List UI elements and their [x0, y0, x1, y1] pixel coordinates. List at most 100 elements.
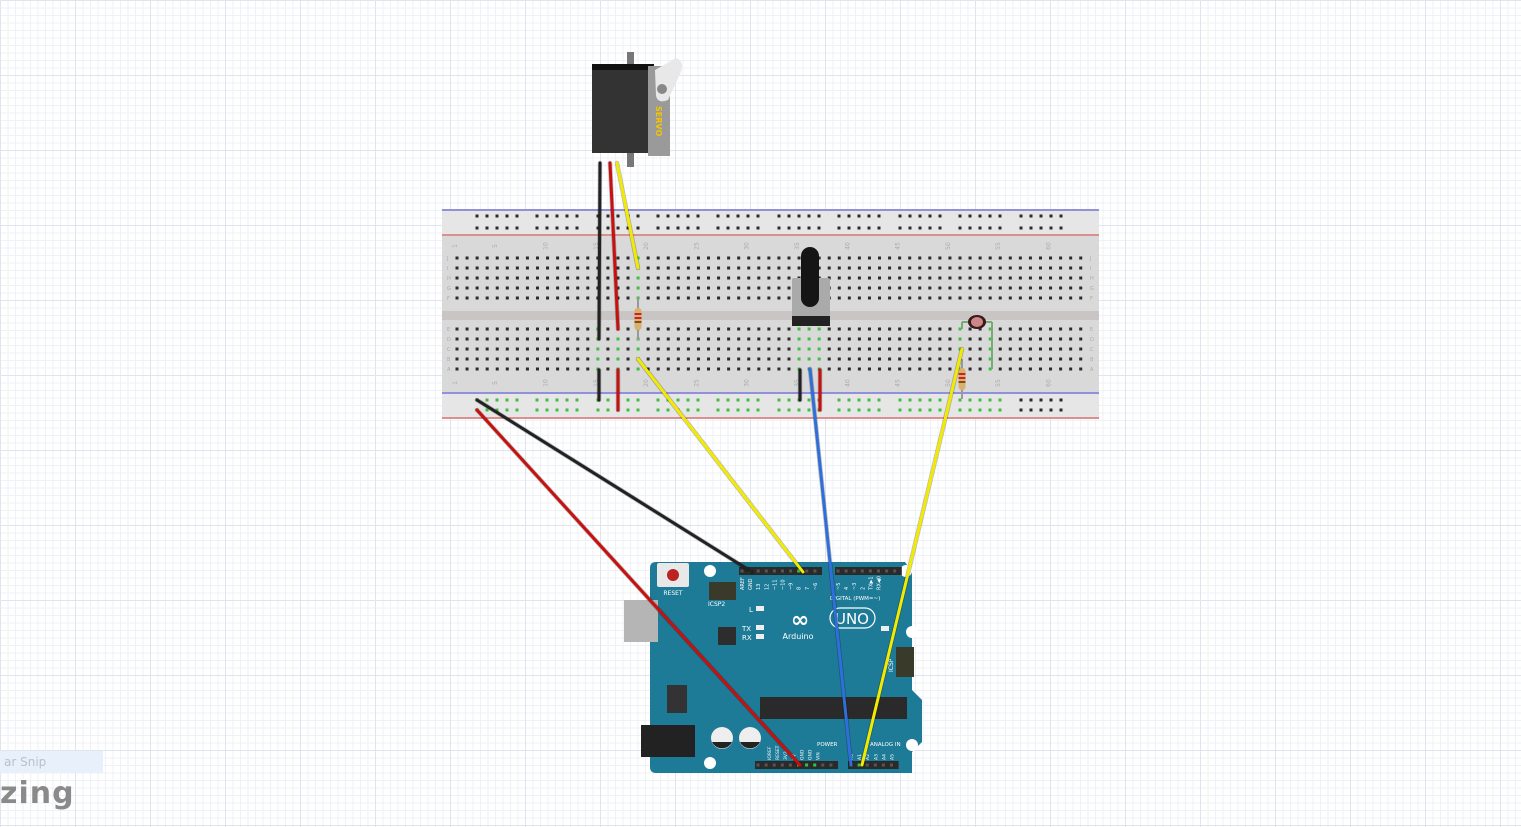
breadboard-hole[interactable] [646, 276, 650, 280]
breadboard-hole[interactable] [465, 347, 469, 351]
rail-hole[interactable] [756, 214, 760, 218]
breadboard-hole[interactable] [878, 276, 882, 280]
rail-hole[interactable] [736, 226, 740, 230]
breadboard-hole[interactable] [535, 347, 539, 351]
header-pin[interactable] [756, 569, 760, 573]
breadboard-hole[interactable] [787, 357, 791, 361]
breadboard-hole[interactable] [757, 276, 761, 280]
breadboard-hole[interactable] [727, 357, 731, 361]
breadboard-hole[interactable] [938, 347, 942, 351]
breadboard-hole[interactable] [968, 276, 972, 280]
rail-hole[interactable] [616, 214, 620, 218]
breadboard-hole[interactable] [767, 266, 771, 270]
breadboard-hole[interactable] [928, 256, 932, 260]
breadboard-hole[interactable] [978, 286, 982, 290]
breadboard-hole[interactable] [727, 256, 731, 260]
breadboard-hole[interactable] [918, 347, 922, 351]
rail-hole[interactable] [847, 214, 851, 218]
breadboard-hole[interactable] [888, 327, 892, 331]
breadboard-hole[interactable] [495, 327, 499, 331]
breadboard-hole[interactable] [757, 256, 761, 260]
rail-hole[interactable] [787, 214, 791, 218]
rail-hole[interactable] [918, 214, 922, 218]
rail-hole[interactable] [606, 214, 610, 218]
breadboard-hole[interactable] [978, 256, 982, 260]
breadboard-hole[interactable] [928, 296, 932, 300]
breadboard-hole[interactable] [505, 266, 509, 270]
breadboard-hole[interactable] [686, 367, 690, 371]
breadboard-hole[interactable] [847, 357, 851, 361]
breadboard-hole[interactable] [1069, 327, 1073, 331]
breadboard-hole[interactable] [757, 296, 761, 300]
breadboard-hole[interactable] [656, 286, 660, 290]
rail-hole[interactable] [1039, 398, 1043, 402]
breadboard-hole[interactable] [878, 367, 882, 371]
breadboard-hole[interactable] [696, 327, 700, 331]
breadboard-hole[interactable] [666, 367, 670, 371]
breadboard-hole[interactable] [1018, 337, 1022, 341]
breadboard-hole[interactable] [978, 337, 982, 341]
breadboard-hole[interactable] [878, 266, 882, 270]
rail-hole[interactable] [636, 214, 640, 218]
breadboard-hole[interactable] [898, 367, 902, 371]
rail-hole[interactable] [756, 398, 760, 402]
rail-hole[interactable] [797, 226, 801, 230]
rail-hole[interactable] [1049, 398, 1053, 402]
breadboard-hole[interactable] [455, 266, 459, 270]
rail-hole[interactable] [867, 226, 871, 230]
breadboard-hole[interactable] [666, 327, 670, 331]
header-pin[interactable] [860, 569, 864, 573]
breadboard-hole[interactable] [747, 327, 751, 331]
breadboard-hole[interactable] [777, 266, 781, 270]
breadboard-hole[interactable] [797, 357, 801, 361]
breadboard-hole[interactable] [535, 337, 539, 341]
breadboard-hole[interactable] [566, 367, 570, 371]
breadboard-hole[interactable] [596, 276, 600, 280]
breadboard-hole[interactable] [485, 256, 489, 260]
rail-hole[interactable] [545, 226, 549, 230]
breadboard-hole[interactable] [626, 327, 630, 331]
breadboard-hole[interactable] [525, 337, 529, 341]
breadboard-hole[interactable] [888, 337, 892, 341]
breadboard-hole[interactable] [968, 286, 972, 290]
breadboard-hole[interactable] [807, 357, 811, 361]
breadboard-hole[interactable] [837, 266, 841, 270]
servo-power-wire[interactable] [608, 161, 620, 331]
rail-hole[interactable] [575, 398, 579, 402]
breadboard-hole[interactable] [847, 296, 851, 300]
breadboard-hole[interactable] [978, 266, 982, 270]
breadboard-hole[interactable] [546, 367, 550, 371]
breadboard-hole[interactable] [606, 337, 610, 341]
breadboard-hole[interactable] [737, 367, 741, 371]
breadboard-hole[interactable] [1008, 266, 1012, 270]
breadboard-hole[interactable] [978, 276, 982, 280]
breadboard-hole[interactable] [857, 357, 861, 361]
breadboard-hole[interactable] [626, 256, 630, 260]
breadboard-hole[interactable] [1008, 367, 1012, 371]
rail-hole[interactable] [787, 408, 791, 412]
header-pin[interactable] [885, 569, 889, 573]
rail-hole[interactable] [988, 226, 992, 230]
breadboard-hole[interactable] [1038, 266, 1042, 270]
breadboard-hole[interactable] [918, 357, 922, 361]
rail-hole[interactable] [575, 408, 579, 412]
breadboard-hole[interactable] [857, 327, 861, 331]
breadboard-hole[interactable] [857, 347, 861, 351]
rail-hole[interactable] [696, 398, 700, 402]
rail-hole[interactable] [575, 214, 579, 218]
rail-hole[interactable] [777, 408, 781, 412]
rail-hole[interactable] [495, 398, 499, 402]
breadboard-hole[interactable] [988, 347, 992, 351]
breadboard-hole[interactable] [908, 296, 912, 300]
rail-hole[interactable] [938, 408, 942, 412]
breadboard-hole[interactable] [1028, 286, 1032, 290]
rail-hole[interactable] [877, 226, 881, 230]
header-pin[interactable] [857, 763, 861, 767]
breadboard-hole[interactable] [505, 357, 509, 361]
breadboard-hole[interactable] [898, 266, 902, 270]
header-pin[interactable] [865, 763, 869, 767]
header-pin[interactable] [764, 569, 768, 573]
breadboard-hole[interactable] [1069, 256, 1073, 260]
breadboard-hole[interactable] [988, 367, 992, 371]
breadboard-hole[interactable] [566, 327, 570, 331]
